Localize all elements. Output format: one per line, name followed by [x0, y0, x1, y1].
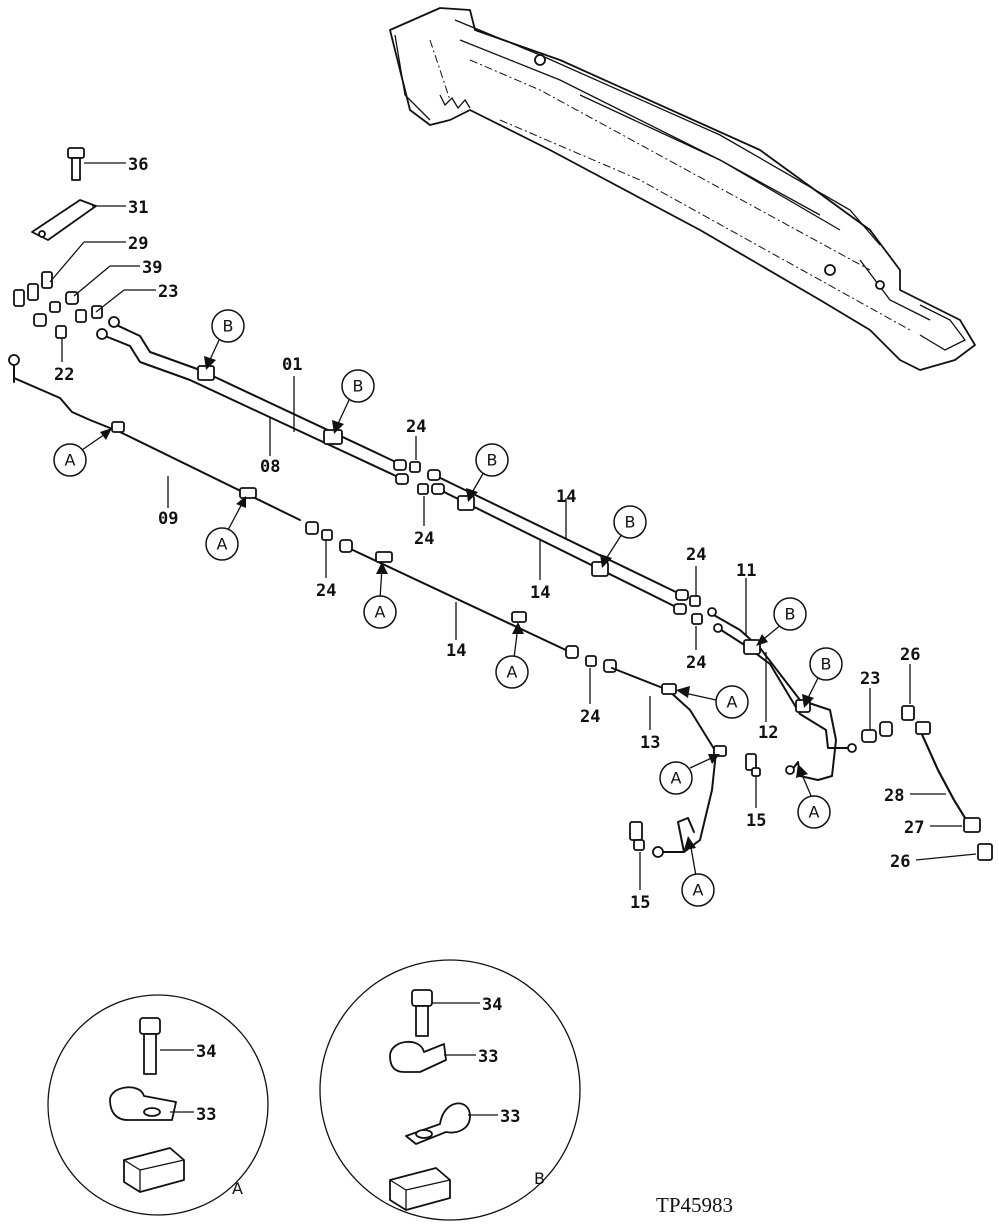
plate-31 — [31, 199, 97, 241]
fitting-15-left — [629, 821, 645, 851]
detail-b-label-34: 34 — [482, 995, 502, 1015]
fittings-24-center — [409, 461, 429, 495]
svg-text:A: A — [693, 881, 704, 900]
label-22: 22 — [54, 365, 74, 385]
svg-text:A: A — [507, 663, 518, 682]
callout-A-2: A — [205, 496, 246, 561]
label-09: 09 — [158, 509, 178, 529]
label-36: 36 — [128, 155, 148, 175]
label-15a: 15 — [746, 811, 766, 831]
callout-B-2: B — [332, 369, 375, 434]
detail-b-label-33a: 33 — [478, 1047, 498, 1067]
label-14c: 14 — [446, 641, 466, 661]
callout-B-4: B — [600, 505, 647, 568]
label-15b: 15 — [630, 893, 650, 913]
pipe-13 — [603, 659, 727, 858]
detail-b-letter: B — [534, 1169, 545, 1188]
callout-A-5: A — [676, 685, 749, 719]
detail-a-label-33: 33 — [196, 1105, 216, 1125]
callout-A-1: A — [53, 428, 112, 477]
leader-lines — [49, 162, 977, 890]
callout-A-6: A — [659, 754, 720, 795]
detail-a-letter: A — [232, 1179, 243, 1198]
fittings-cluster — [13, 271, 103, 339]
callout-B-1: B — [204, 309, 245, 370]
pipe-11-12 — [707, 607, 857, 781]
svg-text:B: B — [625, 513, 636, 532]
fitting-15-right — [745, 753, 761, 777]
label-23b: 23 — [860, 669, 880, 689]
bolt-36 — [67, 147, 85, 181]
svg-text:A: A — [65, 451, 76, 470]
svg-text:A: A — [217, 535, 228, 554]
svg-text:B: B — [353, 377, 364, 396]
hose-assembly — [861, 705, 993, 861]
excavator-arm-sketch — [389, 7, 976, 371]
detail-a-label-34: 34 — [196, 1042, 216, 1062]
label-08: 08 — [260, 457, 280, 477]
detail-a: A 34 33 A — [47, 994, 269, 1216]
label-24a: 24 — [406, 417, 426, 437]
callout-A-7: A — [681, 836, 715, 907]
svg-text:A: A — [727, 693, 738, 712]
pipe-09 — [8, 354, 301, 521]
svg-text:B: B — [487, 451, 498, 470]
label-31: 31 — [128, 198, 148, 218]
label-24f: 24 — [580, 707, 600, 727]
label-24d: 24 — [686, 545, 706, 565]
label-14b: 14 — [530, 583, 550, 603]
callout-A-3: A — [363, 562, 397, 629]
label-26b: 26 — [890, 852, 910, 872]
label-01: 01 — [282, 355, 302, 375]
label-12: 12 — [758, 723, 778, 743]
label-13: 13 — [640, 733, 660, 753]
fittings-24-right — [689, 595, 703, 625]
drawing-reference: TP45983 — [656, 1193, 733, 1217]
label-24c: 24 — [316, 581, 336, 601]
label-28: 28 — [884, 786, 904, 806]
label-24b: 24 — [414, 529, 434, 549]
callout-A-4: A — [495, 622, 529, 689]
svg-text:B: B — [785, 605, 796, 624]
svg-text:A: A — [375, 603, 386, 622]
label-24e: 24 — [686, 653, 706, 673]
label-26a: 26 — [900, 645, 920, 665]
svg-text:A: A — [671, 769, 682, 788]
detail-b-label-33b: 33 — [500, 1107, 520, 1127]
label-39: 39 — [142, 258, 162, 278]
svg-text:A: A — [809, 803, 820, 822]
callout-B-5: B — [756, 597, 807, 646]
svg-text:B: B — [223, 317, 234, 336]
part-labels: 36 31 29 39 23 22 01 08 09 24 24 24 14 1… — [54, 155, 924, 913]
callout-A-8: A — [796, 764, 831, 829]
pipe-14-lower — [305, 521, 597, 667]
label-11: 11 — [736, 561, 756, 581]
svg-text:B: B — [821, 655, 832, 674]
label-27: 27 — [904, 818, 924, 838]
label-29: 29 — [128, 234, 148, 254]
callout-B-3: B — [466, 443, 509, 502]
detail-b: 34 33 33 B — [319, 959, 581, 1221]
label-14a: 14 — [556, 487, 576, 507]
callout-B-6: B — [802, 647, 843, 708]
pipe-01-08 — [96, 316, 409, 485]
label-23a: 23 — [158, 282, 178, 302]
